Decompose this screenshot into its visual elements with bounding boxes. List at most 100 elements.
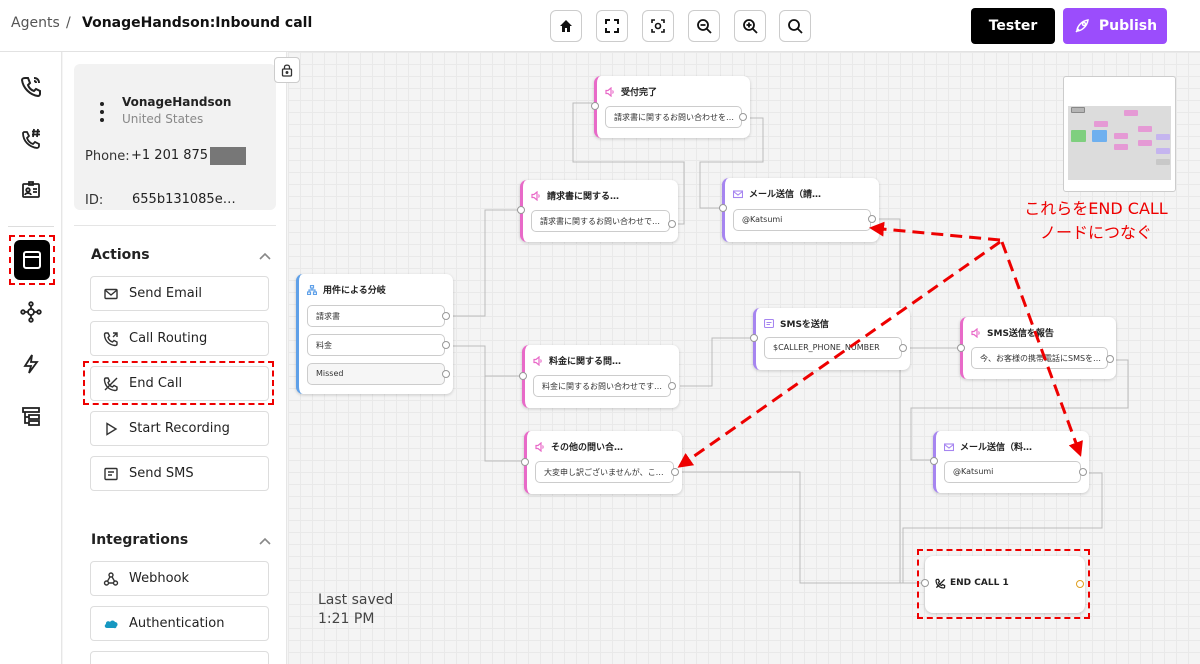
end-call-highlight-annotation	[83, 361, 274, 405]
publish-button[interactable]: Publish	[1063, 8, 1167, 44]
node-message[interactable]: 料金に関するお問い合わせです…	[533, 375, 671, 397]
minimap-node	[1124, 110, 1138, 116]
breadcrumb-agents[interactable]: Agents	[11, 15, 60, 31]
minimap[interactable]	[1063, 76, 1176, 192]
input-port[interactable]	[719, 204, 727, 212]
node-header: SMS送信を報告	[971, 326, 1054, 339]
node-recipient[interactable]: @Katsumi	[944, 461, 1081, 483]
action-send-sms[interactable]: Send SMS	[90, 456, 269, 491]
chevron-up-icon[interactable]	[258, 251, 272, 261]
branch-option[interactable]: 料金	[307, 334, 445, 356]
integration-partial[interactable]	[90, 651, 269, 664]
node-message[interactable]: 大変申し訳ございませんが、こ…	[535, 461, 674, 483]
node-header: SMSを送信	[764, 317, 829, 330]
focus-button[interactable]	[642, 10, 674, 42]
home-button[interactable]	[550, 10, 582, 42]
action-start-recording[interactable]: Start Recording	[90, 411, 269, 446]
action-send-email[interactable]: Send Email	[90, 276, 269, 311]
input-port[interactable]	[517, 206, 525, 214]
node-message[interactable]: 今、お客様の携帯電話にSMSを…	[971, 347, 1108, 369]
node-sms[interactable]: SMSを送信 $CALLER_PHONE_NUMBER	[750, 308, 910, 370]
node-other[interactable]: その他の問い合… 大変申し訳ございませんが、こ…	[521, 431, 682, 494]
node-invoice[interactable]: 請求書に関する… 請求書に関するお問い合わせで…	[517, 180, 678, 242]
rail-events[interactable]	[13, 346, 49, 382]
lock-button[interactable]	[274, 57, 300, 83]
node-accepted[interactable]: 受付完了 請求書に関するお問い合わせを…	[591, 76, 750, 138]
focus-icon	[651, 19, 665, 33]
node-recipient[interactable]: @Katsumi	[733, 209, 871, 231]
node-title: 受付完了	[621, 88, 658, 98]
rail-contacts[interactable]	[13, 172, 49, 208]
input-port[interactable]	[921, 579, 929, 587]
node-header: 請求書に関する…	[531, 189, 619, 202]
node-header: 受付完了	[605, 85, 657, 98]
input-port[interactable]	[957, 344, 965, 352]
chevron-up-icon[interactable]	[258, 536, 272, 546]
output-port[interactable]	[1076, 580, 1084, 588]
id-value: 655b131085e…	[132, 192, 236, 207]
search-button[interactable]	[779, 10, 811, 42]
output-port[interactable]	[739, 113, 747, 121]
tester-button[interactable]: Tester	[971, 8, 1055, 44]
id-card-icon	[22, 181, 40, 198]
output-port[interactable]	[671, 468, 679, 476]
node-mail-fee[interactable]: メール送信（料… @Katsumi	[930, 431, 1089, 493]
rail-integrations[interactable]	[13, 294, 49, 330]
more-menu-icon[interactable]	[100, 102, 104, 122]
minimap-viewport	[1068, 106, 1171, 180]
output-port[interactable]	[868, 215, 876, 223]
input-port[interactable]	[591, 102, 599, 110]
sms-icon	[104, 467, 118, 481]
branch-option[interactable]: Missed	[307, 363, 445, 385]
input-port[interactable]	[519, 372, 527, 380]
rail-highlight-annotation	[9, 235, 55, 285]
integration-authentication[interactable]: Authentication	[90, 606, 269, 641]
input-port[interactable]	[930, 457, 938, 465]
output-port[interactable]	[442, 341, 450, 349]
output-port[interactable]	[1079, 468, 1087, 476]
node-title: その他の問い合…	[551, 443, 624, 453]
node-phone-variable[interactable]: $CALLER_PHONE_NUMBER	[764, 337, 902, 359]
input-port[interactable]	[521, 458, 529, 466]
output-port[interactable]	[668, 382, 676, 390]
zoom-in-button[interactable]	[734, 10, 766, 42]
rail-divider	[8, 226, 54, 227]
output-port[interactable]	[1106, 355, 1114, 363]
tree-icon	[22, 407, 40, 426]
node-end-call[interactable]: END CALL 1	[921, 556, 1085, 613]
action-end-call[interactable]: End Call	[90, 366, 269, 401]
agent-name: VonageHandson	[122, 95, 232, 109]
mail-icon	[944, 442, 954, 451]
rail-structure[interactable]	[13, 398, 49, 434]
agent-card: VonageHandson United States Phone: +1 20…	[74, 64, 276, 210]
agent-country: United States	[122, 112, 204, 126]
mail-icon	[104, 288, 118, 300]
actions-title: Actions	[91, 247, 150, 263]
output-port[interactable]	[442, 370, 450, 378]
output-port[interactable]	[668, 220, 676, 228]
node-title: メール送信（請…	[749, 190, 822, 200]
zoom-out-button[interactable]	[688, 10, 720, 42]
rail-calls[interactable]	[13, 68, 49, 104]
node-mail-invoice[interactable]: メール送信（請… @Katsumi	[719, 178, 879, 242]
integration-label: Authentication	[129, 616, 225, 631]
input-port[interactable]	[750, 334, 758, 342]
speaker-icon	[531, 190, 540, 201]
node-sms-report[interactable]: SMS送信を報告 今、お客様の携帯電話にSMSを…	[957, 317, 1116, 379]
phone-value: +1 201 875	[131, 148, 209, 163]
node-classify[interactable]: 用件による分岐 請求書 料金 Missed	[296, 274, 453, 394]
node-message[interactable]: 請求書に関するお問い合わせで…	[531, 210, 670, 232]
node-header: 料金に関する問…	[533, 354, 621, 367]
output-port[interactable]	[442, 312, 450, 320]
rail-flow-editor[interactable]	[14, 240, 50, 280]
integration-webhook[interactable]: Webhook	[90, 561, 269, 596]
action-call-routing[interactable]: Call Routing	[90, 321, 269, 356]
rail-numbers[interactable]	[13, 120, 49, 156]
node-title: SMSを送信	[780, 320, 829, 330]
fit-view-button[interactable]	[596, 10, 628, 42]
node-message[interactable]: 請求書に関するお問い合わせを…	[605, 106, 742, 128]
network-icon	[20, 301, 42, 323]
branch-option[interactable]: 請求書	[307, 305, 445, 327]
output-port[interactable]	[899, 344, 907, 352]
node-fee[interactable]: 料金に関する問… 料金に関するお問い合わせです…	[519, 345, 679, 408]
